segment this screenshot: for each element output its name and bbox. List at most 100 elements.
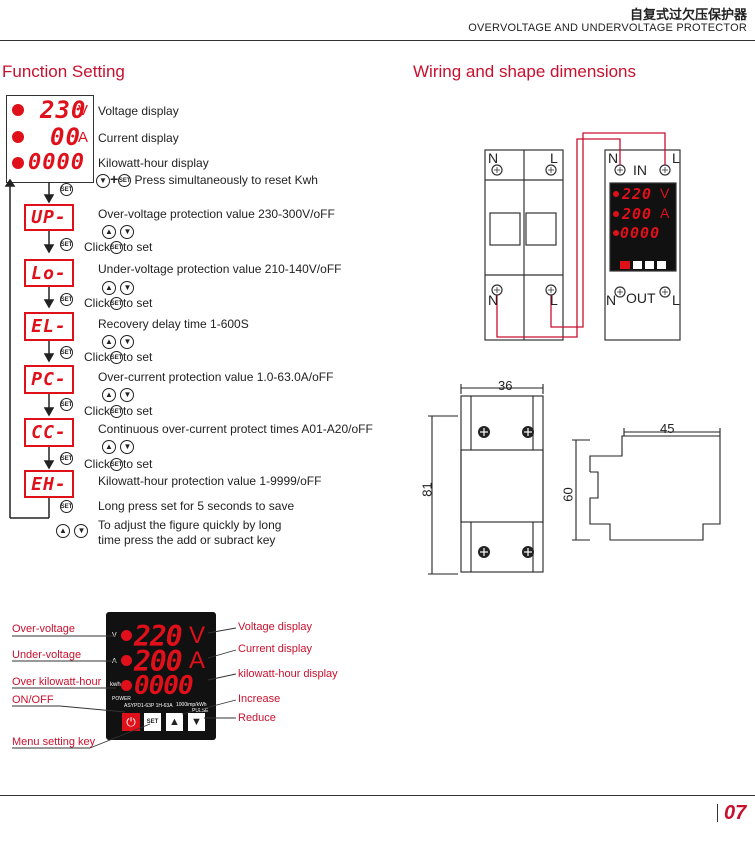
panel-current-led <box>121 655 132 666</box>
kwh-digits: 0000 <box>28 150 85 175</box>
wiring-diagram <box>484 132 681 341</box>
down-icon: ▼ <box>120 280 135 295</box>
voltage-indicator <box>12 104 24 116</box>
to-set-text: to set <box>123 404 153 418</box>
panel-voltage-unit: V <box>189 622 206 649</box>
mini-current-digits: 200 <box>622 205 653 223</box>
power-button[interactable]: ⏻ <box>122 713 140 731</box>
mini-current-unit: A <box>660 205 670 221</box>
panel-pulse: PULSE <box>192 708 209 714</box>
increase-button[interactable]: ▲ <box>166 713 183 731</box>
to-set-text: to set <box>123 457 153 471</box>
click-text: Click <box>84 350 110 364</box>
reset-note-text: Press simultaneously to reset Kwh <box>134 173 318 187</box>
panel-voltage-led <box>121 630 132 641</box>
voltage-display-label: Voltage display <box>98 104 179 118</box>
protector-n-bottom: N <box>606 292 617 308</box>
dim-front-width: 36 <box>498 378 513 393</box>
up-icon: ▲ <box>102 387 116 402</box>
callout-lines <box>12 627 237 749</box>
adjust-line1: To adjust the figure quickly by long <box>98 518 282 532</box>
step-up-desc: Over-voltage protection value 230-300V/o… <box>98 207 335 221</box>
protector-n-top: N <box>608 150 619 166</box>
step-el-keys: ▲ ▼ <box>102 333 135 351</box>
page-number: 07 <box>724 802 747 824</box>
footer-rule <box>0 795 755 796</box>
click-set-5: ClickSETto set <box>84 457 153 472</box>
header-title-cn: 自复式过欠压保护器 <box>629 7 747 22</box>
main-display-box <box>6 95 94 183</box>
step-lo-keys: ▲ ▼ <box>102 279 135 297</box>
dim-side-height: 60 <box>560 487 576 502</box>
click-text: Click <box>84 457 110 471</box>
step-up-keys: ▲ ▼ <box>102 223 135 241</box>
lcd-eh: EH- <box>24 470 74 498</box>
up-icon: ▲ <box>102 224 116 239</box>
dim-front-height: 81 <box>419 482 435 497</box>
step-cc-desc: Continuous over-current protect times A0… <box>98 422 373 436</box>
up-icon: ▲ <box>102 280 116 295</box>
reduce-button[interactable]: ▼ <box>188 713 205 731</box>
click-text: Click <box>84 296 110 310</box>
to-set-text: to set <box>123 296 153 310</box>
set-button[interactable]: SET <box>144 713 161 731</box>
to-set-text: to set <box>123 240 153 254</box>
step-pc-keys: ▲ ▼ <box>102 386 135 404</box>
lcd-pc: PC- <box>24 365 74 394</box>
click-set-2: ClickSETto set <box>84 296 153 311</box>
current-indicator <box>12 131 24 143</box>
header-rule <box>0 40 755 41</box>
down-icon: ▼ <box>120 334 135 349</box>
kwh-indicator <box>12 157 24 169</box>
click-set-4: ClickSETto set <box>84 404 153 419</box>
set-icon: SET <box>110 351 123 365</box>
code-el: EL- <box>31 316 67 337</box>
code-cc: CC- <box>31 422 67 443</box>
long-press-note: Long press set for 5 seconds to save <box>98 499 295 513</box>
adjust-keys: ▲ ▼ <box>56 522 89 540</box>
step-lo-desc: Under-voltage protection value 210-140V/… <box>98 262 342 276</box>
panel-voltage-digits: 220 <box>134 620 183 653</box>
set-icon: SET <box>110 405 123 419</box>
breaker-n-top: N <box>488 150 499 166</box>
protector-screen <box>609 182 677 272</box>
current-digits: 00 <box>50 123 81 151</box>
down-icon: ▼ <box>120 224 135 239</box>
click-set-1: ClickSETto set <box>84 240 153 255</box>
voltage-digits: 230 <box>40 96 87 124</box>
panel-pulse-rate: 1000imp/kWh <box>176 702 207 708</box>
breaker-l-bottom: L <box>550 292 558 308</box>
mini-power-key <box>620 261 630 269</box>
down-icon: ▼ <box>74 523 89 538</box>
code-lo: Lo- <box>31 262 67 284</box>
label-reduce: Reduce <box>238 712 276 724</box>
wiring-title: Wiring and shape dimensions <box>413 62 637 81</box>
step-el-desc: Recovery delay time 1-600S <box>98 317 249 331</box>
down-icon: ▼ <box>96 173 110 188</box>
label-over-kwh: Over kilowatt-hour <box>12 676 102 688</box>
to-set-text: to set <box>123 350 153 364</box>
page-divider <box>717 804 718 822</box>
down-arrow-icon: ▼ <box>191 716 202 728</box>
panel-v-tag: V <box>112 632 117 639</box>
label-over-voltage: Over-voltage <box>12 623 75 635</box>
label-current-display: Current display <box>238 643 312 655</box>
adjust-line2: time press the add or subract key <box>98 533 276 547</box>
voltage-unit: V <box>78 102 89 119</box>
click-set-3: ClickSETto set <box>84 350 153 365</box>
reset-note: ▼+SET Press simultaneously to reset Kwh <box>96 171 318 188</box>
set-icon: SET <box>110 297 123 311</box>
panel-current-unit: A <box>189 647 206 674</box>
protector-out-label: OUT <box>626 290 656 306</box>
code-up: UP- <box>31 207 67 228</box>
set-icon: SET <box>110 241 123 255</box>
code-eh: EH- <box>31 473 67 495</box>
code-pc: PC- <box>31 369 67 390</box>
down-icon: ▼ <box>120 439 135 454</box>
function-setting-title: Function Setting <box>2 62 125 81</box>
label-voltage-display: Voltage display <box>238 621 312 633</box>
lcd-el: EL- <box>24 312 74 341</box>
lcd-lo: Lo- <box>24 259 74 287</box>
panel-a-tag: A <box>112 658 117 665</box>
set-icon: SET <box>118 174 132 188</box>
